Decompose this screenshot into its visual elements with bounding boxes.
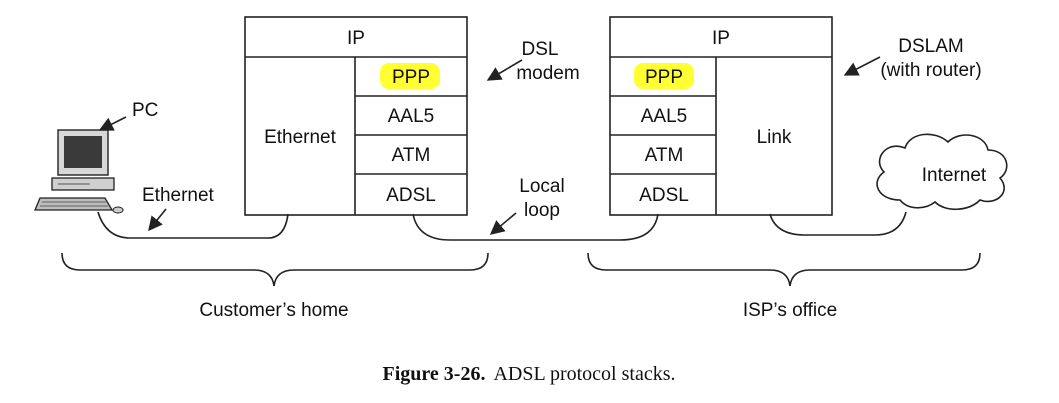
dsl-modem-label-line1: DSL bbox=[522, 39, 559, 60]
figure-caption: Figure 3-26. ADSL protocol stacks. bbox=[383, 363, 676, 385]
dsl-modem-label-line2: modem bbox=[516, 63, 579, 84]
modem-ip-layer: IP bbox=[347, 28, 365, 49]
dslam-stack: IP PPP AAL5 ATM ADSL Link bbox=[609, 16, 833, 216]
dslam-ip-layer: IP bbox=[712, 28, 730, 49]
pc-computer-icon bbox=[34, 129, 124, 214]
isps-office-brace bbox=[587, 252, 981, 287]
figure-number: Figure 3-26. bbox=[383, 363, 486, 385]
figure-caption-text: ADSL protocol stacks. bbox=[493, 363, 675, 385]
dsl-modem-stack: IP Ethernet PPP AAL5 ATM ADSL bbox=[244, 16, 468, 216]
local-loop-arrow bbox=[489, 212, 517, 235]
modem-ppp-highlight bbox=[380, 63, 440, 89]
customers-home-brace bbox=[61, 252, 489, 287]
ethernet-arrow bbox=[148, 208, 167, 232]
local-loop-cable bbox=[412, 213, 659, 241]
modem-stack-frame bbox=[244, 16, 468, 216]
pc-arrow bbox=[98, 116, 127, 131]
local-loop-label-line2: loop bbox=[524, 200, 560, 221]
modem-adsl-layer: ADSL bbox=[386, 185, 436, 206]
modem-ethernet-layer: Ethernet bbox=[264, 127, 337, 148]
dslam-ppp-layer: PPP bbox=[645, 67, 683, 88]
dslam-link-layer: Link bbox=[757, 127, 792, 148]
dslam-ppp-highlight bbox=[634, 63, 694, 89]
customers-home-label: Customer’s home bbox=[199, 300, 348, 321]
dslam-arrow bbox=[843, 56, 881, 76]
internet-cable bbox=[769, 211, 907, 236]
internet-label: Internet bbox=[922, 165, 987, 186]
dslam-stack-frame bbox=[609, 16, 833, 216]
dslam-aal5-layer: AAL5 bbox=[641, 106, 687, 127]
isps-office-label: ISP’s office bbox=[743, 300, 837, 321]
ethernet-cable bbox=[97, 211, 289, 239]
modem-ppp-layer: PPP bbox=[392, 67, 430, 88]
pc-label: PC bbox=[132, 100, 158, 121]
dslam-label-line1: DSLAM bbox=[898, 36, 963, 57]
dslam-atm-layer: ATM bbox=[645, 145, 684, 166]
modem-aal5-layer: AAL5 bbox=[388, 106, 434, 127]
dslam-label-line2: (with router) bbox=[880, 60, 981, 81]
internet-cloud-icon bbox=[876, 133, 1008, 211]
dslam-adsl-layer: ADSL bbox=[639, 185, 689, 206]
dsl-modem-arrow bbox=[486, 59, 523, 81]
ethernet-cable-label: Ethernet bbox=[142, 185, 215, 206]
modem-atm-layer: ATM bbox=[392, 145, 431, 166]
local-loop-label-line1: Local bbox=[519, 176, 564, 197]
